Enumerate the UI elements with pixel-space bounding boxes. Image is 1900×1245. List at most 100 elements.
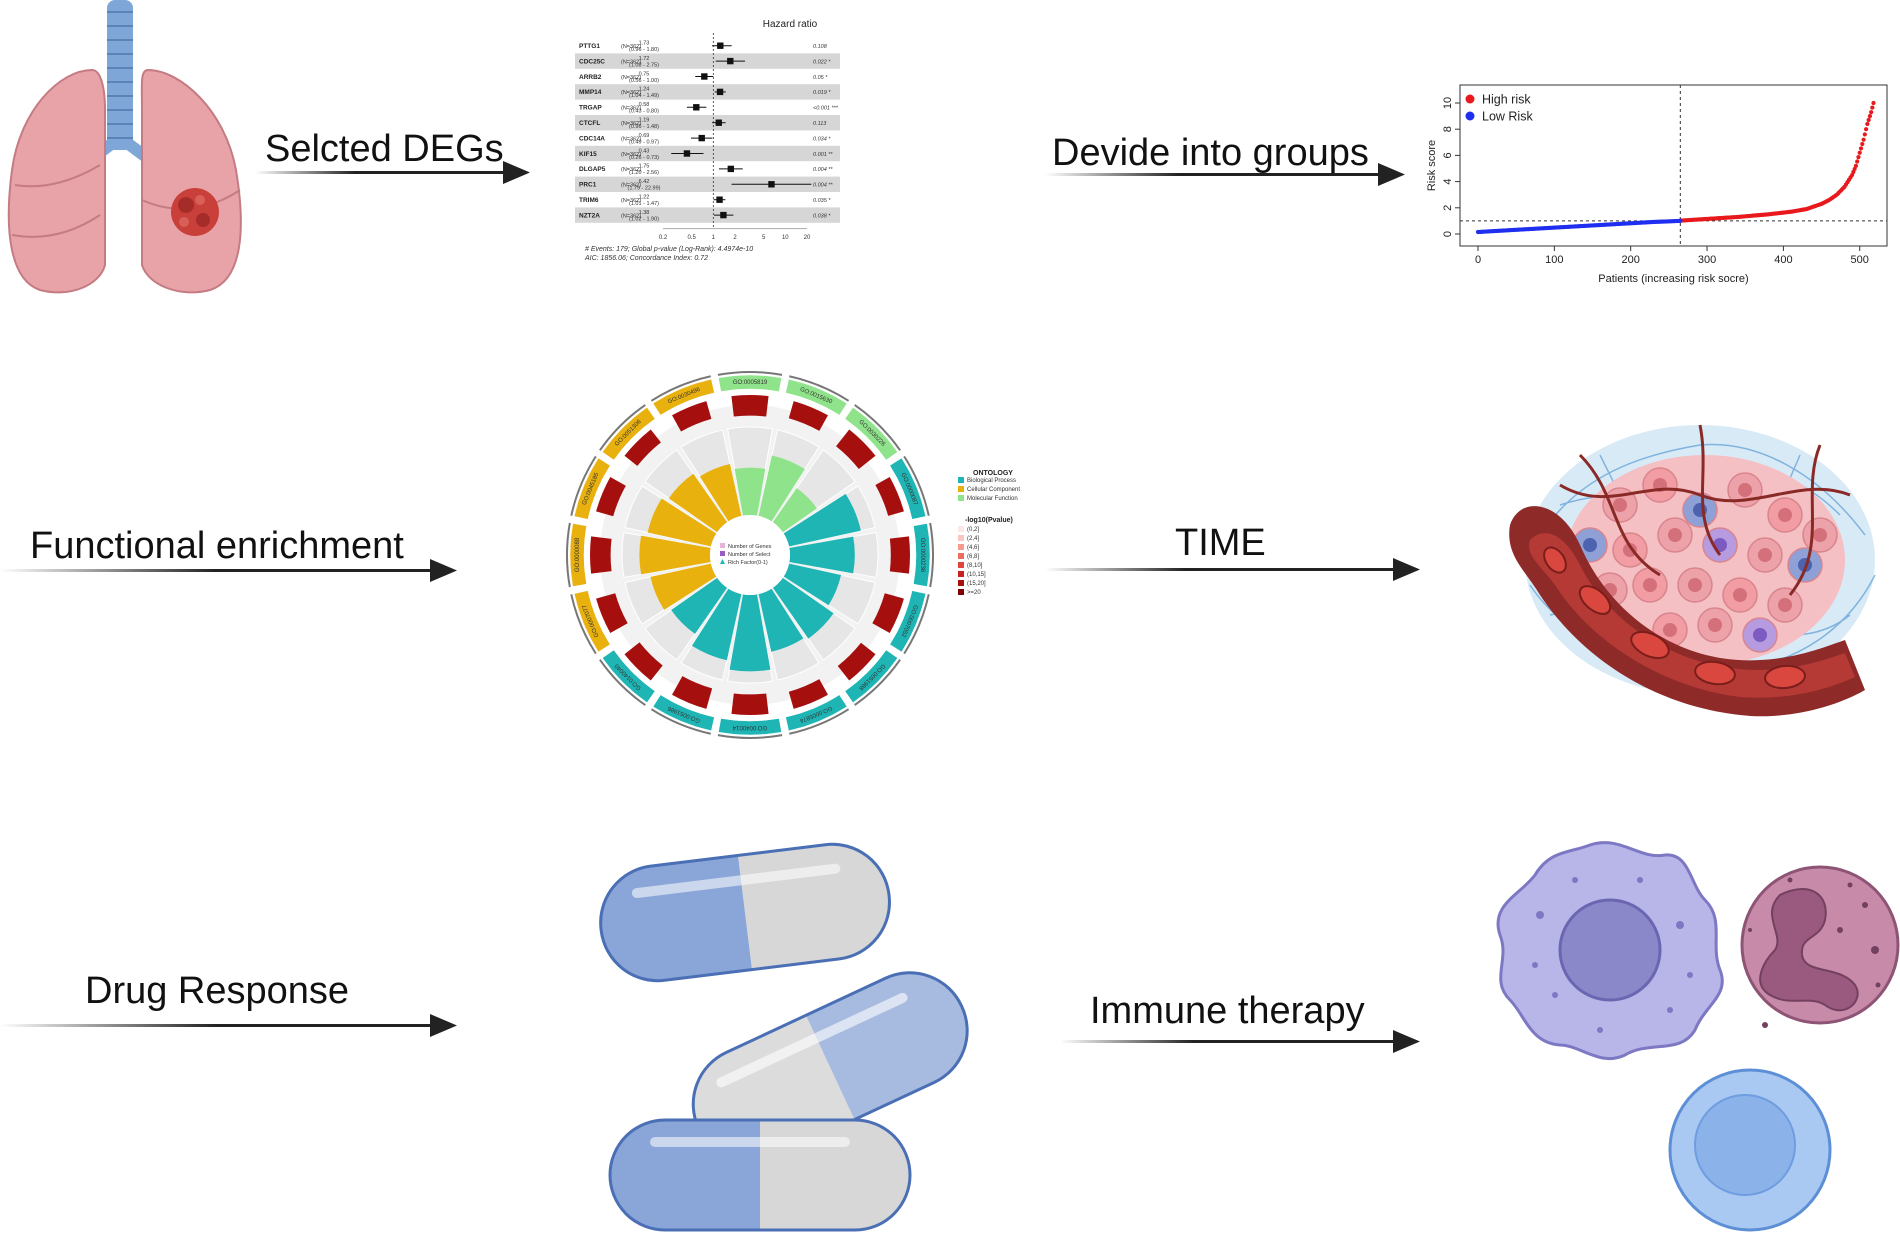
step-label-time: TIME <box>1175 522 1266 564</box>
forest-hr-label: 1.73 <box>639 41 650 47</box>
circos-rich-factor-bar <box>758 588 804 652</box>
risk-point <box>1858 146 1864 151</box>
ontology-legend-label: Cellular Component <box>967 487 1020 493</box>
circos-sector-band <box>569 523 587 587</box>
risk-legend-label: Low Risk <box>1482 110 1533 124</box>
step-label-immune-therapy: Immune therapy <box>1090 990 1365 1032</box>
forest-hr-label: 1.72 <box>639 56 650 62</box>
forest-ci-label: (1.04 - 1.49) <box>629 93 659 99</box>
cell-nucleus <box>1583 538 1597 552</box>
forest-hr-label: 1.19 <box>639 118 650 124</box>
pill-1 <box>594 837 896 988</box>
circos-tick-ring <box>650 375 711 402</box>
circos-center-legend-label: Number of Select <box>728 552 771 558</box>
ontology-legend-swatch <box>958 477 964 483</box>
risk-x-tick-label: 200 <box>1622 254 1640 266</box>
ontology-legend-label: Molecular Function <box>967 496 1018 502</box>
forest-ci-label: (1.20 - 2.56) <box>629 170 659 176</box>
forest-ci-label: (0.43 - 0.80) <box>629 109 659 115</box>
forest-row-shade <box>575 207 840 223</box>
tumor-microenvironment-illustration <box>1509 424 1876 717</box>
forest-estimate-marker <box>716 196 723 203</box>
forest-ci-label: (1.79 - 22.99) <box>627 186 660 192</box>
circos-sector-label: GO:0000236 <box>919 538 925 573</box>
forest-gene-label: MMP14 <box>579 89 602 96</box>
forest-footer-2: AIC: 1856.06; Concordance Index: 0.72 <box>584 255 708 262</box>
forest-row-shade <box>575 53 840 69</box>
circos-center-legend-label: Rich Factor(0-1) <box>728 560 768 566</box>
forest-n-label: (N=362) <box>621 167 641 173</box>
circos-tick-ring <box>599 404 646 451</box>
forest-estimate-marker <box>683 150 691 157</box>
circos-pvalue-bar <box>837 642 876 681</box>
forest-n-label: (N=362) <box>621 152 641 158</box>
risk-point <box>1871 100 1876 106</box>
forest-p-label: 0.108 <box>813 44 828 50</box>
forest-tick-label: 5 <box>762 235 766 241</box>
forest-hr-label: 6.42 <box>639 179 650 185</box>
risk-series-high-risk <box>1678 100 1876 223</box>
circos-sector-band <box>602 649 656 703</box>
forest-estimate-marker <box>727 165 735 173</box>
forest-gene-label: DLGAP5 <box>579 166 606 173</box>
risk-point <box>1856 155 1861 160</box>
forest-row-shade <box>575 115 840 131</box>
circos-tick-ring <box>929 522 934 588</box>
lymphocyte-cell <box>1668 1068 1832 1232</box>
pvalue-legend-swatch <box>958 571 964 577</box>
forest-ci-label: (1.08 - 2.75) <box>629 62 659 68</box>
forest-n-label: (N=362) <box>621 106 641 112</box>
forest-n-label: (N=362) <box>621 59 641 65</box>
circos-tick-ring <box>566 522 571 588</box>
circos-tick-ring <box>570 594 597 655</box>
forest-p-label: 0.001 ** <box>813 152 833 158</box>
pvalue-legend-label: (15,20] <box>967 581 986 587</box>
forest-p-label: 0.022 * <box>813 59 831 65</box>
cell-nucleus <box>1778 598 1792 612</box>
neutrophil-cell <box>1740 865 1900 1028</box>
forest-n-label: (N=362) <box>621 136 641 142</box>
risk-point <box>1678 218 1683 223</box>
risk-point <box>1867 114 1873 119</box>
step-label-selected-degs: Selcted DEGs <box>265 128 504 170</box>
go-circos-plot: GO:0005819GO:0015630GO:0030226GO:0000087… <box>566 371 934 739</box>
circos-pvalue-bar <box>672 401 712 432</box>
circos-tick-ring <box>854 659 901 706</box>
forest-tick-label: 10 <box>782 235 789 241</box>
forest-hr-label: 1.38 <box>639 210 650 216</box>
forest-footer-1: # Events: 179; Global p-value (Log-Rank)… <box>585 246 753 253</box>
circos-rich-factor-bar <box>639 535 711 575</box>
circos-pvalue-bar <box>672 676 713 709</box>
risk-y-axis-label: Risk score <box>1426 140 1438 191</box>
circos-pvalue-bar <box>596 593 628 633</box>
arrow-divide-groups <box>1045 163 1405 186</box>
circos-sector-band <box>652 378 715 416</box>
circos-sector-band <box>573 457 611 520</box>
cell-nucleus <box>1668 528 1682 542</box>
pvalue-legend-title: -log10(Pvalue) <box>965 517 1013 524</box>
circos-sector-band <box>889 457 927 520</box>
forest-gene-label: NZT2A <box>579 212 600 219</box>
forest-p-label: <0.001 *** <box>813 106 839 112</box>
forest-p-label: 0.004 ** <box>813 183 833 189</box>
forest-estimate-marker <box>716 88 724 96</box>
step-label-divide-groups: Devide into groups <box>1052 132 1369 174</box>
forest-estimate-marker <box>715 119 722 126</box>
forest-hr-label: 1.22 <box>639 195 650 201</box>
circos-sector-band <box>718 718 782 736</box>
cell-nucleus <box>1708 618 1722 632</box>
forest-row-shade <box>575 176 840 192</box>
forest-hr-label: 0.69 <box>639 133 650 139</box>
forest-hr-label: 1.24 <box>639 87 650 93</box>
pvalue-legend-swatch <box>958 535 964 541</box>
forest-hr-label: 0.43 <box>639 148 650 154</box>
risk-x-tick-label: 400 <box>1774 254 1792 266</box>
circos-tick-ring <box>903 594 930 655</box>
risk-point <box>1865 121 1870 127</box>
pvalue-legend-label: (6,8] <box>967 554 979 560</box>
forest-row-shade <box>575 84 840 100</box>
circos-center-legend-marker <box>720 551 725 556</box>
circos-pvalue-bar <box>624 642 663 681</box>
forest-n-label: (N=362) <box>621 75 641 81</box>
